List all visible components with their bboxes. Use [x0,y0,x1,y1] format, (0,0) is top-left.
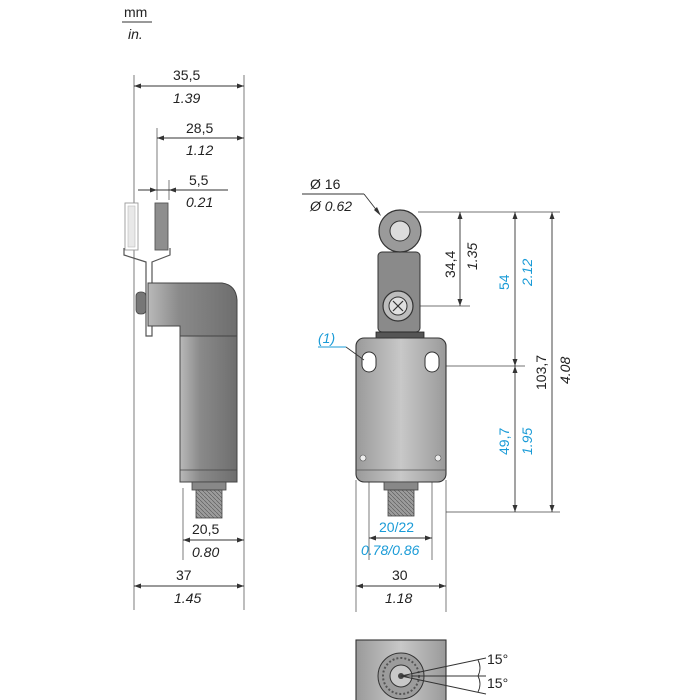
lever-screw [135,291,147,315]
dim-body-depth-in: 0.80 [192,544,219,560]
side-head [147,282,238,337]
unit-mm: mm [124,4,147,20]
mounting-hole-left [361,351,377,373]
arrow [512,505,518,512]
lever-arm [123,248,171,337]
angle-arc-top [477,659,481,677]
arrow [237,135,244,141]
angle-line-top [400,657,487,677]
arrow [549,212,555,219]
angle-line-bottom [400,675,487,695]
front-connector-thread [387,489,415,517]
dim-overall-height-in: 4.08 [557,357,573,384]
arrow [150,187,157,193]
dim-head-height-mm: 34,4 [442,251,458,278]
units-legend: mm in. [122,4,152,42]
dim-body-depth-mm: 20,5 [192,521,219,537]
dim-hole-to-bottom-in: 1.95 [519,428,535,455]
arrow [374,207,381,216]
dim-hole-spacing-mm: 20/22 [379,519,414,535]
note-marker: (1) [318,330,335,346]
dim-body-width-in: 1.18 [385,590,412,606]
dim-roller-to-hole-in: 2.12 [519,259,535,287]
side-connector-thread [195,489,223,519]
arrow [457,212,463,219]
roller-axle [389,220,411,242]
dim-lever-width-in: 1.12 [186,142,213,158]
dim-overall-height-mm: 103,7 [533,355,549,390]
roller-ghost-inner [127,205,136,248]
side-view: 35,5 1.39 28,5 1.12 5,5 0.21 20,5 0.80 3… [123,67,245,610]
arrow [169,187,176,193]
dim-total-depth-mm: 37 [176,567,192,583]
arrow [512,359,518,366]
dim-overall-width-mm: 35,5 [173,67,200,83]
dim-hole-to-bottom-mm: 49,7 [496,428,512,455]
arrow [356,583,363,589]
bottom-view: 15° 15° [355,639,508,700]
dim-lever-width-mm: 28,5 [186,120,213,136]
arrow [237,83,244,89]
dim-roller-width-mm: 5,5 [189,172,209,188]
arrow [183,537,190,543]
arrow [512,212,518,219]
front-view: Ø 16 Ø 0.62 (1) 34,4 1.35 54 2.12 49,7 1… [302,176,573,612]
mounting-hole-right [424,351,440,373]
arrow [237,537,244,543]
arrow [134,83,141,89]
arrow [512,366,518,373]
dim-roller-diameter-in: Ø 0.62 [309,198,352,214]
roller [154,202,169,251]
dim-body-width-mm: 30 [392,567,408,583]
arrow [439,583,446,589]
dim-total-depth-in: 1.45 [174,590,201,606]
dim-hole-spacing-in: 0.78/0.86 [361,542,420,558]
angle-top-label: 15° [487,651,508,667]
dim-overall-width-in: 1.39 [173,90,200,106]
body-screw [359,454,367,462]
angle-bottom-label: 15° [487,675,508,691]
body-screw [434,454,442,462]
note-leader [345,346,365,361]
arrow [425,535,432,541]
arrow [157,135,164,141]
side-body [179,335,238,483]
dim-roller-diameter-mm: Ø 16 [310,176,341,192]
arrow [549,505,555,512]
angle-arc-bottom [477,675,481,693]
arrow [134,583,141,589]
side-connector-nut [191,481,227,491]
unit-in: in. [128,26,143,42]
front-connector-nut [383,481,419,491]
screw-slot [392,300,404,312]
arrow [369,535,376,541]
dim-roller-to-hole-mm: 54 [496,274,512,290]
arrow [237,583,244,589]
dim-roller-width-in: 0.21 [186,194,213,210]
arrow [457,299,463,306]
dim-head-height-in: 1.35 [464,243,480,270]
